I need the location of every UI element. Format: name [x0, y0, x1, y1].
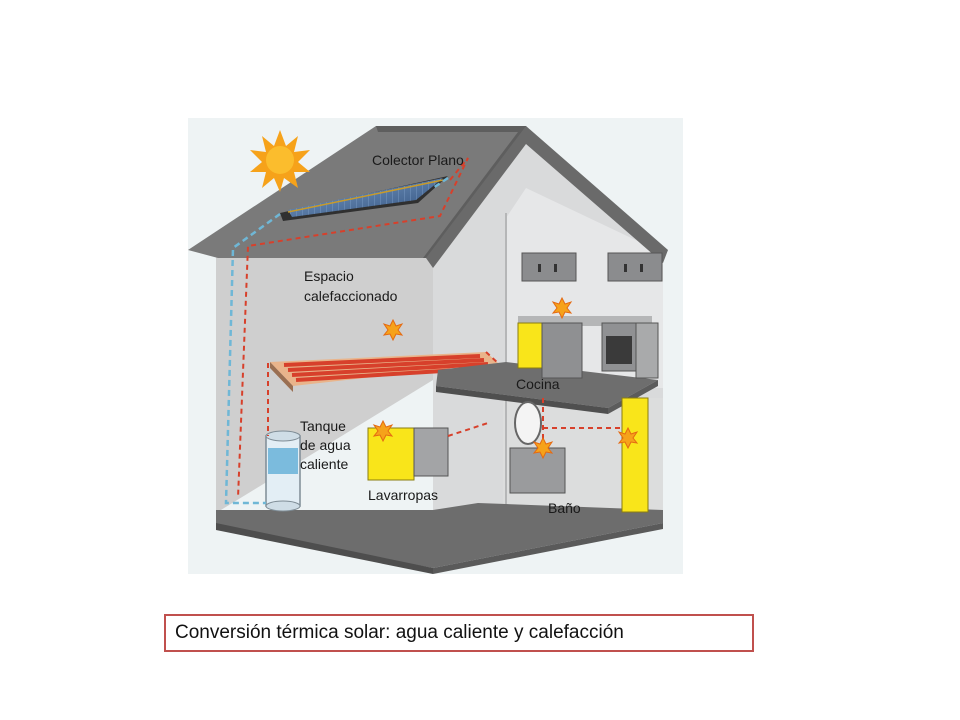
label-heated-space-2: calefaccionado — [304, 288, 398, 304]
label-kitchen: Cocina — [516, 376, 560, 392]
bathroom-fixtures — [509, 397, 649, 513]
label-collector: Colector Plano — [372, 152, 464, 168]
washing-machine — [367, 427, 449, 481]
roof-gable-rim — [426, 126, 668, 268]
ground-floor — [216, 503, 663, 568]
hot-water-pipe — [237, 157, 622, 499]
kitchen-floor — [436, 362, 658, 408]
label-washer: Lavarropas — [368, 487, 438, 503]
ground-floor-right-edge — [433, 523, 663, 574]
label-bathroom: Baño — [548, 500, 581, 516]
label-tank-3: caliente — [300, 456, 348, 472]
solar-house-diagram: Colector Plano Espacio calefaccionado Co… — [188, 118, 683, 574]
caption-box: Conversión térmica solar: agua caliente … — [164, 614, 754, 652]
radiant-heating-coils — [283, 354, 493, 382]
kitchen-floor-right-edge — [608, 380, 658, 414]
cold-water-pipe — [224, 176, 449, 505]
kitchen-counter — [517, 316, 659, 379]
label-tank-2: de agua — [300, 437, 351, 453]
sun-icon — [250, 130, 310, 192]
heat-spark-icon — [372, 296, 639, 460]
kitchen-upper-cabinets — [521, 252, 663, 282]
ground-floor-edge — [216, 523, 433, 574]
label-tank-1: Tanque — [300, 418, 346, 434]
kitchen-floor-edge — [436, 386, 608, 414]
flat-collector — [280, 176, 448, 221]
label-heated-space-1: Espacio — [304, 268, 354, 284]
heated-floor-edge — [270, 362, 293, 392]
hot-water-tank — [265, 430, 301, 512]
roof-left — [188, 126, 526, 258]
